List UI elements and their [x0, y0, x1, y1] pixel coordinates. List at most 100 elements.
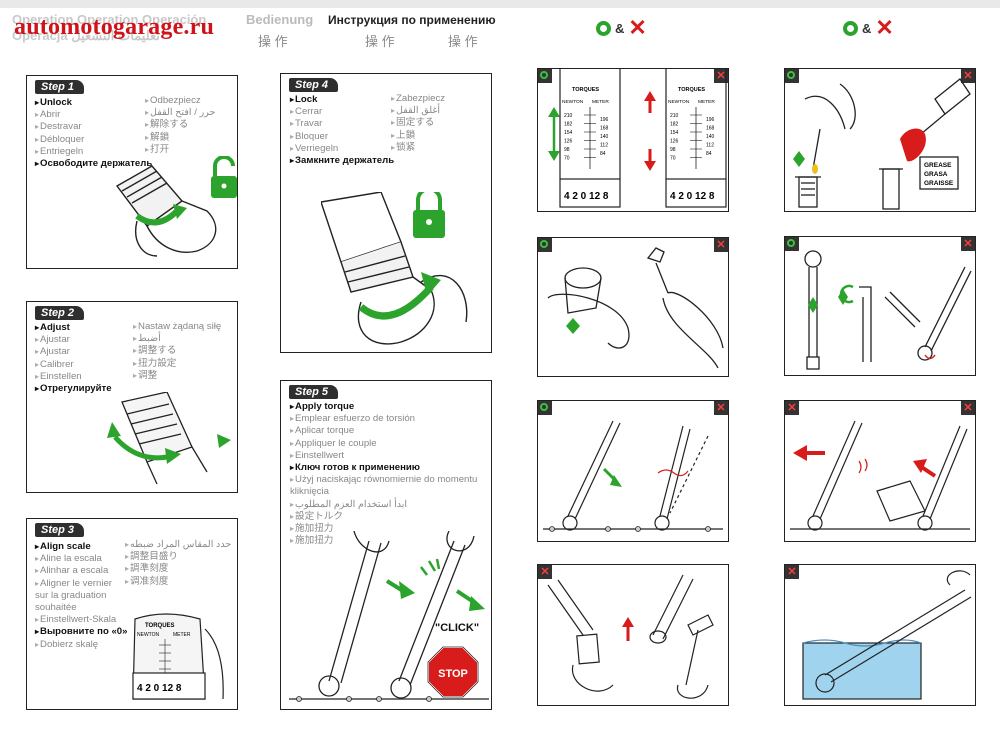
instruction-line: Bloquer — [290, 131, 394, 143]
svg-text:4 2 0 12 8: 4 2 0 12 8 — [564, 191, 609, 202]
instruction-line: Aline la escala — [35, 553, 127, 565]
handle-position-illustration — [804, 250, 972, 370]
instruction-line: 施加扭力 — [290, 523, 477, 535]
pull-direction-illustration — [543, 420, 723, 532]
step1-illustration — [115, 156, 237, 257]
svg-text:NEWTON: NEWTON — [137, 632, 160, 638]
unlocked-padlock-icon — [211, 156, 237, 198]
ok-and-x-legend-1: & ✕ — [596, 17, 647, 39]
instruction-line: Aplicar torque — [290, 425, 477, 437]
svg-text:210: 210 — [670, 113, 679, 119]
step2-col1: AdjustAjustarAjustarCalibrerEinstellenОт… — [35, 322, 112, 395]
ok-circle-icon — [843, 20, 858, 36]
instruction-line: Einstellwert — [290, 450, 477, 462]
ok-corner-icon — [538, 69, 552, 83]
instruction-line: Adjust — [35, 322, 112, 334]
panel-no-water: ✕ — [784, 564, 976, 706]
instruction-line: 解除する — [145, 119, 215, 131]
instruction-line: Ajustar — [35, 346, 112, 358]
svg-text:METER: METER — [592, 99, 609, 105]
svg-text:154: 154 — [670, 130, 679, 136]
svg-text:GRASA: GRASA — [924, 171, 948, 178]
instruction-line: حرر / افتح القفل — [145, 107, 215, 119]
instruction-line: Entriegeln — [35, 146, 152, 158]
instruction-line: kliknięcia — [290, 486, 329, 498]
instruction-line: 扭力設定 — [133, 358, 221, 370]
svg-text:NEWTON: NEWTON — [668, 99, 690, 105]
panel-no-grease: ✕ GREASE GRASA GRAISSE — [784, 68, 976, 212]
instruction-line: 施加扭力 — [290, 535, 477, 547]
svg-text:GREASE: GREASE — [924, 162, 952, 169]
svg-text:98: 98 — [564, 147, 570, 153]
instruction-line: Align scale — [35, 541, 127, 553]
instruction-line: Odbezpiecz — [145, 95, 215, 107]
instruction-line: Cerrar — [290, 106, 394, 118]
x-corner-icon: ✕ — [714, 401, 728, 415]
svg-text:126: 126 — [670, 139, 679, 145]
svg-text:168: 168 — [600, 126, 609, 132]
svg-text:168: 168 — [706, 126, 715, 132]
step2-tag: Step 2 — [35, 306, 85, 320]
instruction-line: Замкните держатель — [290, 155, 394, 167]
instruction-line: 解鎖 — [145, 132, 215, 144]
step3-gauge-illustration: TORQUES NEWTON METER 4 2 0 12 8 — [132, 613, 224, 700]
no-extension-illustration — [547, 574, 714, 699]
svg-text:4 2 0 12 8: 4 2 0 12 8 — [137, 683, 182, 694]
step3-col2: حدد المقاس المراد ضبطه調整目盛り調準刻度调准刻度 — [125, 539, 231, 588]
step5-text: Apply torqueEmplear esfuerzo de torsiónA… — [290, 401, 477, 547]
header-bedienung: Bedienung — [246, 12, 314, 27]
instruction-line: Ключ готов к применению — [290, 462, 477, 474]
amp-symbol: & — [862, 20, 872, 36]
instruction-line: Отрегулируйте — [35, 383, 112, 395]
header-jp-2: 操 作 — [365, 34, 395, 49]
instruction-line: 打开 — [145, 144, 215, 156]
ok-corner-icon — [785, 69, 799, 83]
step2-box: Step 2 AdjustAjustarAjustarCalibrerEinst… — [26, 301, 238, 493]
instruction-line: Apply torque — [290, 401, 477, 413]
instruction-line: 設定トルク — [290, 511, 477, 523]
stop-sign-icon: STOP — [427, 646, 479, 698]
x-corner-icon: ✕ — [961, 401, 975, 415]
panel-handle-position: ✕ — [784, 236, 976, 376]
instruction-line: Débloquer — [35, 134, 152, 146]
instruction-line: Travar — [290, 118, 394, 130]
svg-text:196: 196 — [600, 117, 609, 123]
step4-box: Step 4 LockCerrarTravarBloquerVerriegeln… — [280, 73, 492, 353]
instruction-line: Ajustar — [35, 334, 112, 346]
instruction-line: أضبط — [133, 333, 221, 345]
svg-text:84: 84 — [706, 151, 712, 157]
instruction-line: Einstellen — [35, 371, 112, 383]
instruction-line: Nastaw żądaną siłę — [133, 321, 221, 333]
svg-text:210: 210 — [564, 113, 573, 119]
panel-pull-direction: ✕ — [537, 400, 729, 542]
ok-corner-icon — [785, 237, 799, 251]
instruction-line: Destravar — [35, 121, 152, 133]
instruction-line: 調整目盛り — [125, 551, 231, 563]
svg-text:70: 70 — [670, 156, 676, 162]
ok-corner-icon — [538, 401, 552, 415]
gauge-title: TORQUES — [678, 87, 705, 93]
svg-text:STOP: STOP — [438, 668, 468, 680]
step5-illustration — [289, 531, 489, 702]
instruction-line: Unlock — [35, 97, 152, 109]
ok-and-x-legend-2: & ✕ — [843, 17, 894, 39]
x-corner-icon: ✕ — [961, 69, 975, 83]
svg-text:GRAISSE: GRAISSE — [924, 180, 954, 187]
x-corner-icon: ✕ — [785, 565, 799, 579]
instruction-line: Verriegeln — [290, 143, 394, 155]
instruction-line: Выровните по «0» — [35, 626, 127, 638]
header-russian-title: Инструкция по применению — [328, 13, 496, 27]
svg-text:70: 70 — [564, 156, 570, 162]
step4-illustration — [321, 192, 468, 345]
instruction-line: Освободите держатель — [35, 158, 152, 170]
step2-col2: Nastaw żądaną siłęأضبط調整する扭力設定调整 — [133, 321, 221, 382]
instruction-line: 固定する — [391, 117, 445, 129]
svg-text:98: 98 — [670, 147, 676, 153]
step5-tag: Step 5 — [289, 385, 339, 399]
svg-text:140: 140 — [600, 134, 609, 140]
amp-symbol: & — [615, 20, 625, 36]
panel-socket-vs-spanner: ✕ — [537, 237, 729, 377]
svg-text:154: 154 — [564, 130, 573, 136]
